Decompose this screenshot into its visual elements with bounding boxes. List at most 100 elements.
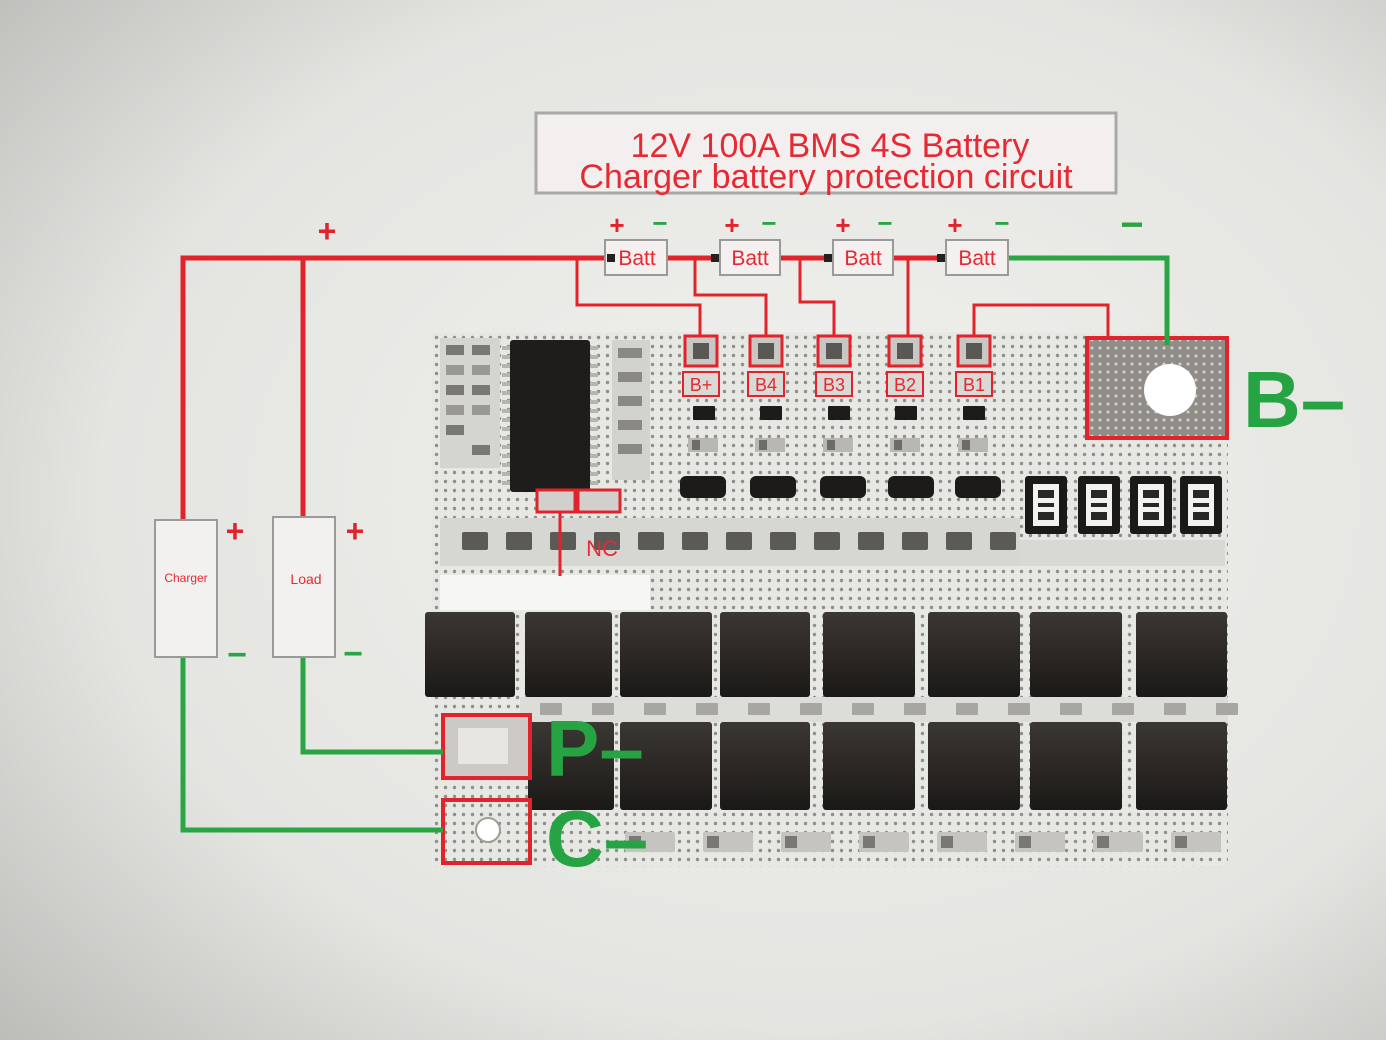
shunt-marking [1091,503,1107,507]
sot-component [895,406,917,420]
sot-component [828,406,850,420]
battery-cell-1: Batt + − [604,208,668,276]
battery-2-plus: + [724,210,739,240]
shunt-marking [1143,503,1159,507]
strip-component [726,532,752,550]
charger-plus: + [226,513,245,549]
gate-resistor [852,703,874,715]
bottom-component-cap [629,836,641,848]
bottom-component-cap [941,836,953,848]
strip-component [638,532,664,550]
mosfet [1136,722,1227,810]
label-strip [440,575,650,610]
charger-block: Charger + − [154,513,247,674]
mosfet [1030,722,1122,810]
bottom-component-cap [1097,836,1109,848]
mosfet [928,722,1020,810]
shunt-resistors [1025,476,1222,534]
passive-component [692,440,700,450]
battery-4-minus: − [994,208,1009,238]
mosfet [823,612,915,697]
passive-component [894,440,902,450]
shunt-marking [1038,503,1054,507]
battery-1-plus: + [609,210,624,240]
bottom-component-cap [863,836,875,848]
shunt-marking [1038,490,1054,498]
battery-label-1: Batt [618,247,656,270]
battery-label-4: Batt [958,247,996,270]
shunt-marking [1193,512,1209,520]
mosfet [525,612,612,697]
positive-wiring [180,255,1110,520]
gate-resistor [1112,703,1134,715]
sot-component [963,406,985,420]
load-block: Load + − [272,513,364,673]
pad-b-plus: B+ [682,334,720,397]
pad-label-b-plus: B+ [690,375,713,395]
strip-component [682,532,708,550]
negative-wiring [180,255,1170,833]
battery-cells: Batt + − Batt + − Batt + − Batt + − [604,208,1010,276]
strip-component [990,532,1016,550]
mosfet [620,612,712,697]
mounting-hole [1144,364,1196,416]
title-box: 12V 100A BMS 4S Battery Charger battery … [534,111,1118,196]
smd-component [955,476,1001,498]
gate-resistor [1216,703,1238,715]
shunt-marking [1193,503,1209,507]
c-minus-label: C– [546,794,648,883]
sot-component [760,406,782,420]
battery-3-plus: + [835,210,850,240]
mosfet [823,722,915,810]
pad-b4: B4 [747,334,785,397]
strip-component [462,532,488,550]
passive-component [962,440,970,450]
bottom-component-cap [785,836,797,848]
c-minus-pad [441,798,532,865]
strip-component [946,532,972,550]
mosfet [1136,612,1227,697]
mosfet [1030,612,1122,697]
mosfet [720,722,810,810]
battery-4-plus: + [947,210,962,240]
pad-label-b3: B3 [823,375,845,395]
battery-label-2: Batt [731,247,769,270]
p-minus-pad [441,713,532,780]
strip-component [814,532,840,550]
charger-label: Charger [164,571,207,585]
gate-resistor [904,703,926,715]
mosfet [528,722,614,810]
tap-b-plus [575,258,702,336]
battery-2-minus: − [761,208,776,238]
bottom-component-cap [707,836,719,848]
board-parts [425,406,1238,852]
p-minus-label: P– [546,704,644,793]
gate-resistor [1164,703,1186,715]
smd-component [680,476,726,498]
mosfet [928,612,1020,697]
strip-component [770,532,796,550]
tap-b3 [798,258,836,336]
sot-component [693,406,715,420]
smd-component [820,476,866,498]
gate-resistor [1008,703,1030,715]
battery-cell-4: Batt + − [937,208,1010,276]
nc-label: NC [586,536,618,561]
gate-resistor [696,703,718,715]
title-line-2: Charger battery protection circuit [579,158,1073,196]
pad-b2: B2 [886,334,924,397]
battery-cell-2: Batt + − [711,208,781,276]
nc-jumper: NC [535,488,622,576]
b-minus-label: B– [1243,355,1345,444]
battery-1-minus: − [652,208,667,238]
smd-component [888,476,934,498]
battery-negative-wire [1008,255,1170,345]
bottom-component-cap [1175,836,1187,848]
strip-component [902,532,928,550]
mosfet [620,722,712,810]
load-negative-wire [300,657,443,755]
pad-b1: B1 [955,334,993,397]
gate-resistor [800,703,822,715]
strip-component [858,532,884,550]
gate-resistor [956,703,978,715]
